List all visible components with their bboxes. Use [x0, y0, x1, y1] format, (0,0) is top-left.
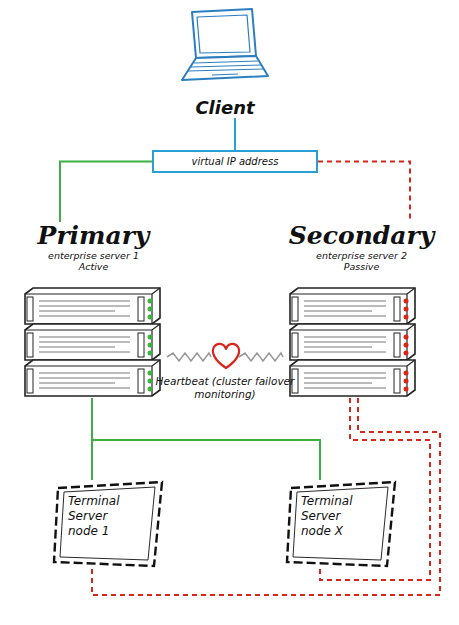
- connector-line: [91, 398, 93, 480]
- node-title: virtual IP address: [192, 156, 279, 167]
- server-node: Primaryenterprise server 1 Active: [20, 222, 167, 398]
- laptop-icon: [182, 9, 268, 80]
- connector-line: [60, 162, 152, 223]
- node-title: Terminal Server node X: [301, 494, 367, 539]
- heart-symbol: [213, 344, 239, 368]
- node-title: Secondary: [289, 222, 434, 250]
- node-subtitle: enterprise server 2 Passive: [316, 250, 408, 272]
- terminal-node: Terminal Server node 1: [52, 480, 164, 568]
- server-node: Secondaryenterprise server 2 Passive: [283, 222, 440, 398]
- node-title: Terminal Server node 1: [68, 494, 134, 539]
- connector-line: [320, 398, 430, 580]
- connector-line: [92, 398, 320, 480]
- connector-line: [92, 398, 440, 595]
- node-title: Primary: [38, 222, 150, 250]
- node-subtitle: enterprise server 1 Active: [48, 250, 140, 272]
- server-stack: [25, 288, 160, 396]
- client-icon: Client: [170, 5, 280, 118]
- address-box: virtual IP address: [152, 150, 318, 173]
- edge-label: Heartbeat (cluster failover monitoring): [140, 375, 310, 401]
- connector-line: [234, 118, 236, 150]
- server-stack: [290, 288, 415, 396]
- node-title: Client: [195, 97, 254, 118]
- connector-line: [318, 162, 410, 223]
- heartbeat-line: [167, 353, 283, 361]
- terminal-node: Terminal Server node X: [285, 480, 397, 568]
